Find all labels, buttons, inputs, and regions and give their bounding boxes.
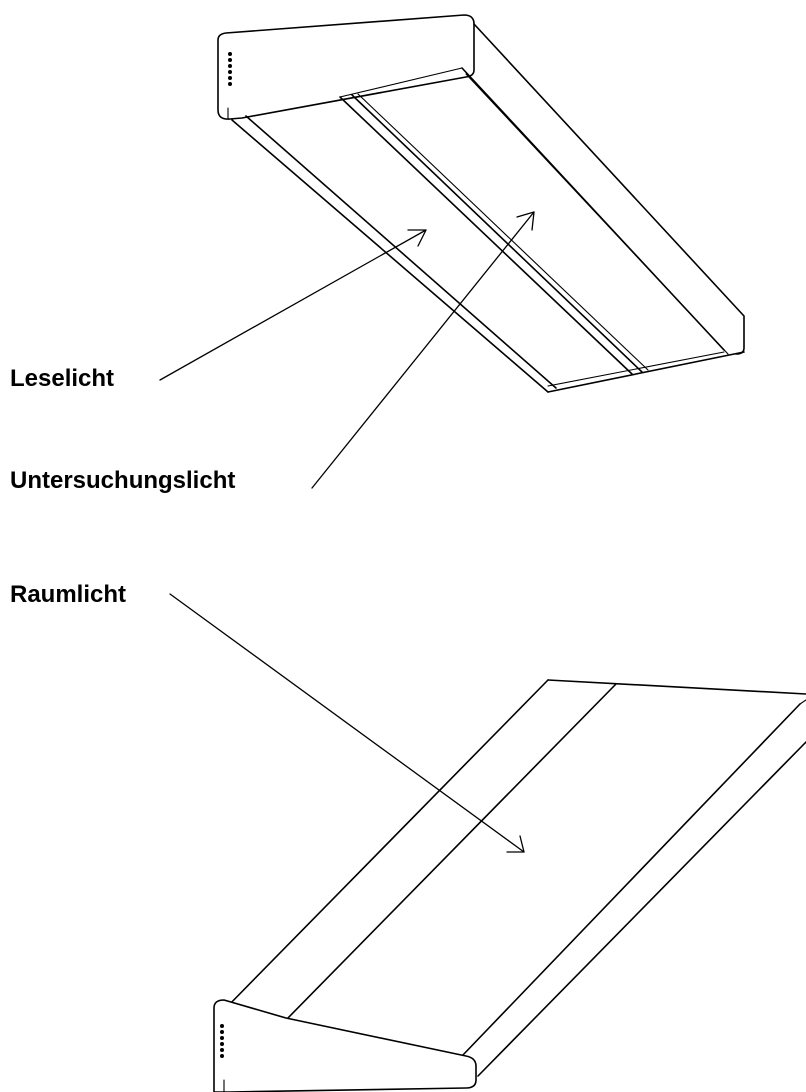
upper-far-end-inner — [547, 351, 725, 387]
callout-room-light: Raumlicht — [10, 581, 525, 853]
lower-right-edge-shadow — [799, 699, 806, 705]
upper-end-cap-screws — [228, 52, 232, 86]
upper-end-cap — [217, 14, 475, 120]
upper-channel-cross — [339, 67, 463, 98]
lower-end-cap-screws — [220, 1024, 224, 1058]
leader-examination-light — [311, 211, 535, 489]
arrowhead-room-light — [506, 835, 525, 853]
upper-light-fixture — [217, 14, 745, 393]
leader-reading-light — [159, 229, 427, 381]
upper-left-edge-outer — [231, 119, 549, 393]
arrowhead-examination-light — [516, 211, 535, 231]
lower-far-end — [547, 679, 806, 695]
upper-left-edge-inner — [245, 115, 557, 389]
lower-right-edge — [477, 741, 806, 1077]
lower-left-edge — [221, 679, 549, 1013]
callout-examination-light: Untersuchungslicht — [10, 211, 535, 494]
upper-center-divider-a — [339, 96, 633, 375]
arrowhead-reading-light — [407, 229, 427, 247]
leader-room-light — [169, 593, 525, 853]
upper-center-divider-b — [351, 94, 643, 373]
upper-right-side-rail — [465, 73, 729, 355]
callout-reading-light: Leselicht — [10, 229, 427, 392]
label-room-light: Raumlicht — [10, 581, 126, 608]
lower-left-inner-edge — [285, 683, 617, 1021]
label-reading-light: Leselicht — [10, 365, 114, 392]
upper-center-divider-c — [357, 93, 649, 371]
lower-end-cap — [213, 999, 477, 1092]
lower-light-fixture — [213, 679, 806, 1092]
lower-right-inner-edge — [461, 703, 801, 1057]
upper-right-side — [473, 23, 745, 355]
upper-far-end — [547, 351, 745, 393]
label-examination-light: Untersuchungslicht — [10, 467, 235, 494]
